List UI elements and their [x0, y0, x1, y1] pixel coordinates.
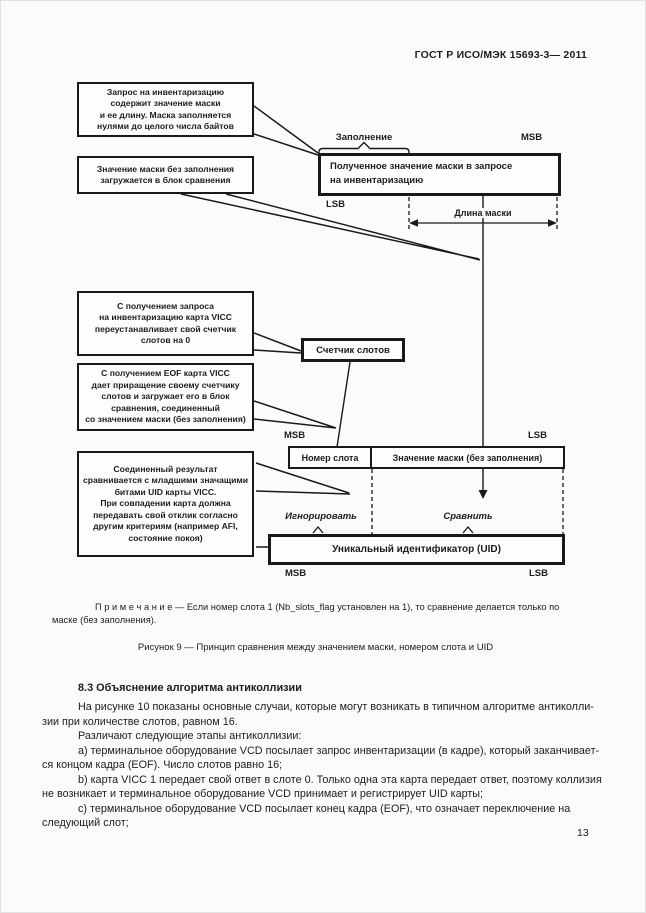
label-mask-length: Длина маски [441, 208, 525, 218]
paragraph-line: не возникает и терминальное оборудование… [42, 788, 484, 800]
figure-caption: Рисунок 9 — Принцип сравнения между знач… [137, 642, 494, 653]
label-ignore: Игнорировать [285, 511, 357, 522]
mask-value-cell: Значение маски (без заполнения) [392, 452, 543, 463]
label-lsb-bottom: LSB [529, 568, 548, 579]
callout-eof-increment: С получением EOF карта VICC дает прираще… [77, 363, 254, 431]
uid-box: Уникальный идентификатор (UID) [268, 534, 565, 565]
figure-note-line: маске (без заполнения). [52, 615, 157, 625]
section-heading: 8.3 Объяснение алгоритма антиколлизии [78, 682, 302, 694]
slot-mask-box: Номер слота Значение маски (без заполнен… [288, 446, 565, 469]
paragraph-line: b) карта VICC 1 передает свой ответ в сл… [78, 773, 602, 786]
label-padding: Заполнение [335, 132, 393, 143]
figure-connector-lines [180, 105, 564, 548]
figure-note-line: П р и м е ч а н и е — Если номер слота 1… [95, 602, 560, 612]
label-msb-bottom: MSB [285, 568, 307, 579]
paragraph-line: На рисунке 10 показаны основные случаи, … [78, 701, 594, 713]
callout-concatenated-result: Соединенный результат сравнивается с мла… [77, 451, 254, 557]
callout-slot-counter-reset: С получением запроса на инвентаризацию к… [77, 291, 254, 356]
paragraph-line: зии при количестве слотов, равном 16. [42, 715, 238, 728]
label-lsb-middle: LSB [528, 430, 547, 441]
label-compare: Сравнить [443, 511, 493, 522]
label-msb-top: MSB [521, 132, 543, 143]
slot-counter-box: Счетчик слотов [301, 338, 405, 362]
slot-number-cell: Номер слота [290, 448, 372, 467]
figure-note: П р и м е ч а н и е — Если номер слота 1… [52, 601, 589, 627]
paragraph-line: ся концом кадра (EOF). Число слотов равн… [42, 759, 283, 771]
label-msb-middle: MSB [284, 430, 306, 441]
paragraph-line: следующий слот; [42, 817, 129, 829]
callout-inventory-request: Запрос на инвентаризацию содержит значен… [77, 82, 254, 137]
mask-request-box: Полученное значение маски в запросе на и… [318, 153, 561, 196]
page-number: 13 [577, 827, 589, 839]
section-body: На рисунке 10 показаны основные случаи, … [42, 700, 602, 831]
paragraph-line: c) терминальное оборудование VCD посылае… [78, 802, 571, 815]
paragraph-line: а) терминальное оборудование VCD посылае… [78, 744, 600, 757]
callout-mask-load: Значение маски без заполнения загружаетс… [77, 156, 254, 194]
paragraph-line: Различают следующие этапы антиколлизии: [78, 730, 302, 742]
page-header-standard-number: ГОСТ Р ИСО/МЭК 15693-3— 2011 [414, 49, 587, 61]
label-lsb-top: LSB [326, 199, 345, 210]
